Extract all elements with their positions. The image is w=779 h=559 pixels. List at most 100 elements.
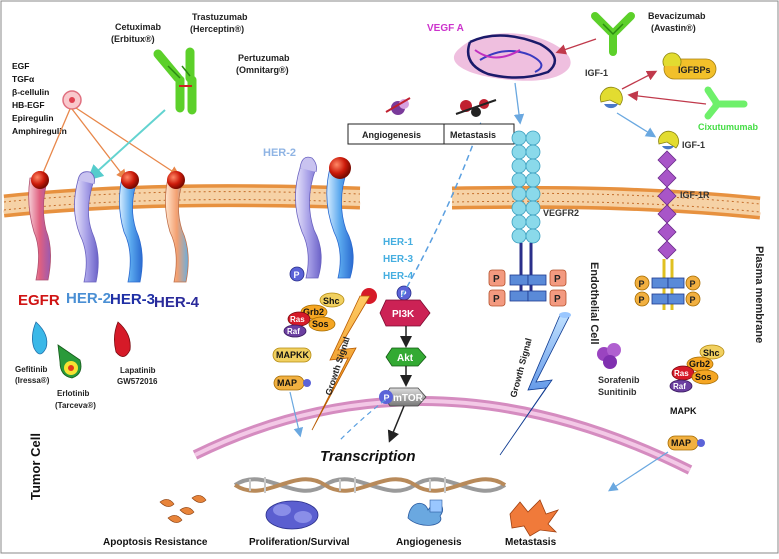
svg-text:(Tarceva®): (Tarceva®)	[55, 401, 96, 410]
ligand-list: EGF TGFα β-cellulin HB-EGF Epiregulin Am…	[12, 61, 67, 136]
vegfr2-receptor-icon	[509, 130, 547, 302]
angiogenesis-box: Angiogenesis	[347, 123, 445, 145]
svg-text:Grb2: Grb2	[303, 307, 324, 317]
svg-text:Sorafenib: Sorafenib	[598, 375, 640, 385]
svg-text:P: P	[384, 393, 390, 403]
ligand-label: Epiregulin	[12, 113, 54, 123]
svg-text:P: P	[690, 295, 696, 305]
cetuximab-label: Cetuximab (Erbitux®)	[111, 22, 162, 44]
mapk-cascade-right: Shc Grb2 Ras Sos Raf MAPK MAP	[667, 344, 725, 451]
ligand-label: HB-EGF	[12, 100, 45, 110]
arrow	[627, 90, 707, 105]
svg-text:Erlotinib: Erlotinib	[57, 389, 90, 398]
svg-text:Grb2: Grb2	[689, 359, 710, 369]
svg-text:Trastuzumab: Trastuzumab	[192, 12, 248, 22]
igf1r-label: IGF-1R	[680, 190, 710, 200]
gefitinib-label: Gefitinib (Iressa®)	[15, 365, 50, 385]
phosphate-icon: P	[685, 275, 701, 291]
proliferation-icon	[265, 500, 319, 530]
arrow	[289, 391, 304, 438]
phosphate-icon: P	[634, 291, 650, 307]
erlotinib-label: Erlotinib (Tarceva®)	[55, 389, 96, 410]
outcome-label: Proliferation/Survival	[249, 537, 350, 548]
svg-text:Cetuximab: Cetuximab	[115, 22, 162, 32]
pertuzumab-label: Pertuzumab (Omnitarg®)	[236, 53, 290, 75]
phosphate-icon: P	[289, 266, 305, 282]
svg-text:GW572016: GW572016	[117, 377, 158, 386]
vegfr2-label: VEGFR2	[543, 208, 579, 218]
svg-text:Ras: Ras	[674, 369, 689, 378]
growth-signal-bolt-icon	[311, 295, 371, 431]
svg-text:P: P	[554, 294, 561, 305]
svg-text:(Herceptin®): (Herceptin®)	[190, 24, 244, 34]
svg-text:MAP: MAP	[671, 438, 691, 448]
her3-label: HER-3	[110, 291, 155, 308]
dna-icon	[233, 477, 507, 493]
antibody-icon	[153, 47, 197, 115]
vegfa-label: VEGF A	[427, 23, 464, 34]
svg-text:(Avastin®): (Avastin®)	[651, 23, 696, 33]
phosphate-icon: P	[634, 275, 650, 291]
svg-text:P: P	[690, 279, 696, 289]
ligand-label: Amphiregulin	[12, 126, 67, 136]
arrow	[607, 451, 669, 492]
akt-node: Akt	[385, 347, 427, 367]
her2-center-label: HER-2	[263, 147, 296, 159]
svg-text:P: P	[639, 295, 645, 305]
growth-signal-bolt-icon	[499, 312, 571, 456]
gefitinib-icon	[32, 321, 48, 355]
angiogenesis-icon	[385, 97, 411, 115]
svg-text:HER-4: HER-4	[383, 271, 413, 282]
bevacizumab-label: Bevacizumab (Avastin®)	[648, 11, 706, 33]
metastasis-icon	[455, 99, 497, 117]
outcome-label: Metastasis	[505, 537, 557, 548]
outcome-labels: Apoptosis Resistance Proliferation/Survi…	[103, 537, 557, 548]
ligand-arrows	[38, 107, 181, 183]
cixutumumab-antibody-icon	[704, 86, 748, 120]
endothelial-label: Endothelial Cell	[588, 262, 600, 345]
svg-text:MAPKK: MAPKK	[276, 350, 309, 360]
erlotinib-icon	[57, 344, 82, 379]
svg-text:(Iressa®): (Iressa®)	[15, 376, 50, 385]
phosphate-square-icon: P	[549, 269, 567, 287]
sorafenib-icon	[597, 343, 621, 369]
her2-center-receptor-icon	[295, 156, 354, 279]
svg-text:P: P	[493, 294, 500, 305]
her2-label: HER-2	[66, 290, 111, 307]
svg-text:Sos: Sos	[695, 372, 712, 382]
igf1-label: IGF-1	[585, 68, 608, 78]
svg-text:Bevacizumab: Bevacizumab	[648, 11, 706, 21]
cixutumumab-label: Cixutumumab	[698, 122, 759, 132]
svg-text:Ras: Ras	[290, 315, 305, 324]
svg-text:HER-3: HER-3	[383, 254, 413, 265]
outcome-label: Apoptosis Resistance	[103, 537, 208, 548]
svg-text:Akt: Akt	[397, 353, 414, 364]
svg-text:Pertuzumab: Pertuzumab	[238, 53, 290, 63]
svg-text:HER-1: HER-1	[383, 237, 413, 248]
igf1-icon	[599, 86, 623, 109]
svg-text:P: P	[639, 279, 645, 289]
dashed-arrow	[401, 122, 483, 297]
svg-text:P: P	[294, 270, 300, 280]
sorafenib-label: Sorafenib Sunitinib	[598, 375, 640, 397]
phosphate-icon: P	[685, 291, 701, 307]
her-partner-labels: HER-1 HER-3 HER-4	[383, 237, 413, 282]
lapatinib-icon	[114, 321, 131, 357]
phosphate-square-icon: P	[488, 269, 506, 287]
svg-text:PI3K: PI3K	[392, 309, 415, 320]
phosphate-square-icon: P	[549, 289, 567, 307]
svg-text:MAPK: MAPK	[670, 406, 697, 416]
her3-receptor-icon	[119, 171, 143, 283]
egfr-receptor-icon	[28, 171, 51, 281]
egfr-label: EGFR	[18, 292, 60, 309]
svg-text:Sunitinib: Sunitinib	[598, 387, 637, 397]
metastasis-outcome-icon	[509, 499, 560, 537]
arrow	[555, 38, 597, 55]
igf1-bound-label: IGF-1	[682, 140, 705, 150]
arrow	[621, 70, 658, 90]
bevacizumab-antibody-icon	[591, 12, 635, 56]
igfbps-icon: IGFBPs	[662, 52, 717, 80]
metastasis-box: Metastasis	[443, 123, 515, 145]
